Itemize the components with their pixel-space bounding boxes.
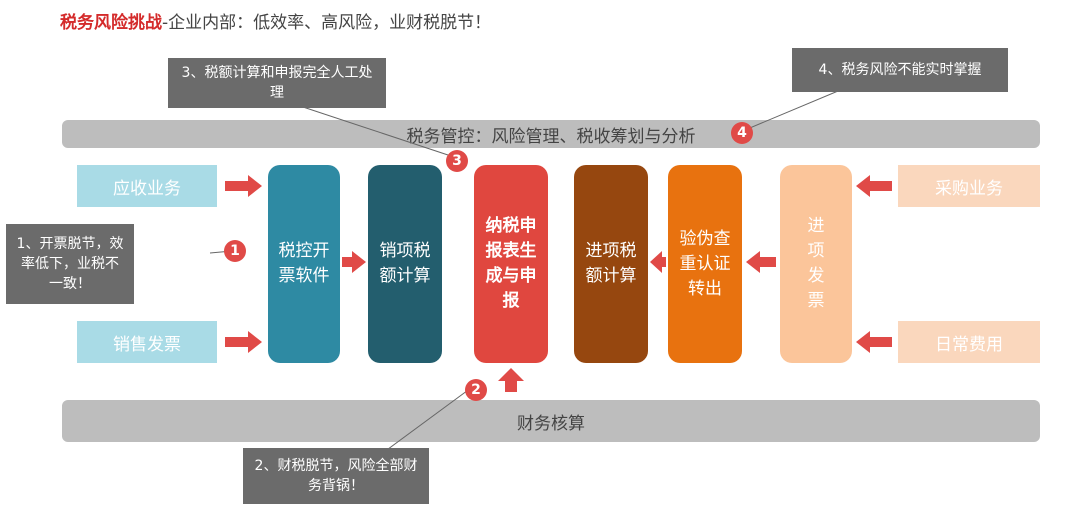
badge-2: 2 xyxy=(465,379,487,401)
callout-4: 4、税务风险不能实时掌握 xyxy=(792,48,1008,92)
tax-filing-block: 纳税申报表生成与申报 xyxy=(474,165,548,363)
output-tax-calc-label: 销项税额计算 xyxy=(379,241,431,286)
daily-expense-box: 日常费用 xyxy=(898,321,1040,363)
receivables-box: 应收业务 xyxy=(77,165,217,207)
procurement-box: 采购业务 xyxy=(898,165,1040,207)
callout-3: 3、税额计算和申报完全人工处理 xyxy=(168,58,386,108)
badge-4: 4 xyxy=(731,122,753,144)
tax-invoice-software-label: 税控开票软件 xyxy=(278,241,330,286)
tax-invoice-software-block: 税控开票软件 xyxy=(268,165,340,363)
right-arrows xyxy=(225,175,366,353)
page-title: 税务风险挑战-企业内部：低效率、高风险，业财税脱节！ xyxy=(60,8,491,33)
left-arrows xyxy=(650,175,892,353)
badge-1: 1 xyxy=(224,240,246,262)
arrow-accounting-to-filing xyxy=(498,368,524,392)
arrow-software-to-output xyxy=(342,251,366,273)
input-tax-calc-block: 进项税额计算 xyxy=(574,165,648,363)
arrow-verify-to-input-calc xyxy=(650,251,666,273)
callout-4-pointer xyxy=(744,85,851,131)
title-rest: -企业内部：低效率、高风险，业财税脱节！ xyxy=(162,13,492,33)
verify-certify-label: 验伪查重认证转出 xyxy=(679,228,731,299)
tax-filing-label: 纳税申报表生成与申报 xyxy=(485,216,537,311)
arrow-receivables-to-software xyxy=(225,175,262,197)
sales-invoice-box: 销售发票 xyxy=(77,321,217,363)
arrow-procurement-to-invoice xyxy=(856,175,892,197)
arrow-expense-to-invoice xyxy=(856,331,892,353)
output-tax-calc-block: 销项税额计算 xyxy=(368,165,442,363)
financial-accounting-bar: 财务核算 xyxy=(62,400,1040,442)
callout-2: 2、财税脱节，风险全部财务背锅！ xyxy=(243,448,429,504)
verify-certify-block: 验伪查重认证转出 xyxy=(668,165,742,363)
arrow-invoice-to-verify xyxy=(746,251,776,273)
arrow-sales-to-software xyxy=(225,331,262,353)
callout-3-pointer xyxy=(299,105,455,158)
badge-3: 3 xyxy=(446,150,468,172)
callout-2-pointer xyxy=(379,384,476,456)
tax-control-bar: 税务管控：风险管理、税收筹划与分析 xyxy=(62,120,1040,148)
callout-1: 1、开票脱节，效率低下，业税不一致！ xyxy=(6,224,134,304)
title-highlight: 税务风险挑战 xyxy=(60,13,162,33)
input-invoice-block: 进项发票 xyxy=(780,165,852,363)
input-invoice-label: 进项发票 xyxy=(807,216,825,311)
input-tax-calc-label: 进项税额计算 xyxy=(585,241,637,286)
